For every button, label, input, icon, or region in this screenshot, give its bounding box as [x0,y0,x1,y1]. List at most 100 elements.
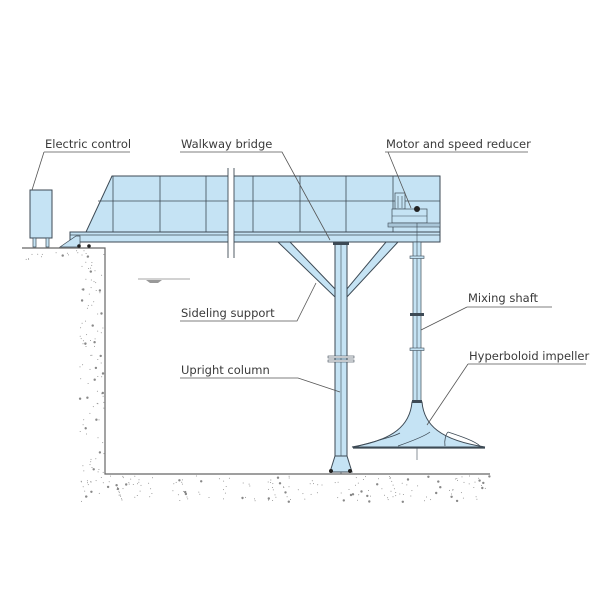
concrete-speck [152,477,153,479]
concrete-speck [122,488,124,490]
concrete-speck [85,278,87,280]
concrete-speck [179,500,181,501]
concrete-speck [392,496,394,498]
concrete-speck [95,290,97,291]
concrete-speck [223,489,224,491]
leader-sideling-support [180,282,317,322]
concrete-speck [430,499,432,501]
concrete-speck [116,487,120,491]
concrete-speck [91,262,93,263]
base-bolt [329,469,333,473]
concrete-speck [90,267,92,269]
concrete-speck [387,499,389,501]
concrete-speck [248,483,250,485]
concrete-speck [103,453,105,455]
concrete-speck [342,499,345,502]
labels: Electric control Walkway bridge Motor an… [45,137,590,377]
concrete-speck [316,492,318,494]
concrete-speck [132,484,134,485]
concrete-speck [134,496,136,498]
concrete-speck [77,252,79,254]
concrete-speck [427,475,430,478]
concrete-speck [401,500,404,503]
concrete-speck [475,496,477,498]
concrete-speck [90,340,91,341]
concrete-speck [86,307,88,309]
concrete-speck [81,265,83,267]
concrete-speck [286,496,288,498]
concrete-speck [85,320,86,322]
concrete-speck [94,345,95,347]
concrete-speck [68,254,69,256]
concrete-speck [98,492,100,494]
concrete-speck [199,493,201,495]
concrete-speck [102,327,104,329]
concrete-speck [482,481,485,485]
concrete-speck [455,499,459,503]
concrete-speck [83,250,85,252]
concrete-speck [110,475,111,477]
concrete-speck [87,305,89,307]
concrete-speck [200,480,203,483]
concrete-speck [102,442,104,444]
concrete-speck [283,487,285,488]
concrete-speck [392,484,394,486]
concrete-speck [103,254,105,255]
concrete-speck [85,261,87,263]
concrete-speck [108,481,110,483]
concrete-speck [91,324,94,327]
concrete-speck [462,497,464,499]
concrete-texture [25,250,491,503]
concrete-speck [274,494,276,496]
concrete-speck [276,476,280,479]
concrete-speck [95,418,98,421]
concrete-speck [85,346,87,347]
concrete-speck [82,486,84,488]
concrete-speck [437,480,440,483]
concrete-speck [267,497,270,500]
concrete-speck [242,498,244,500]
concrete-speck [340,492,342,494]
concrete-speck [95,480,97,482]
concrete-speck [287,500,290,503]
concrete-speck [118,492,120,494]
concrete-speck [101,274,103,276]
concrete-speck [223,480,225,482]
concrete-speck [177,494,179,496]
leader-upright-column [180,377,341,393]
concrete-speck [187,498,189,500]
concrete-speck [417,485,419,487]
concrete-speck [406,484,408,486]
concrete-speck [91,354,93,356]
concrete-speck [186,496,188,498]
concrete-speck [450,495,453,498]
concrete-speck [376,483,379,486]
concrete-speck [140,484,142,486]
concrete-speck [90,461,92,463]
concrete-speck [89,412,91,414]
concrete-speck [137,483,138,485]
concrete-speck [84,342,87,345]
concrete-speck [151,493,153,494]
concrete-speck [87,484,89,486]
concrete-speck [136,495,138,496]
concrete-speck [439,486,442,489]
concrete-speck [384,494,385,496]
label-upright-column: Upright column [181,363,270,377]
concrete-speck [98,451,102,454]
concrete-speck [173,483,175,485]
leader-electric-control [31,151,45,191]
concrete-speck [94,338,96,340]
concrete-speck [271,487,273,488]
concrete-speck [474,481,476,483]
concrete-speck [81,500,82,502]
concrete-speck [272,500,274,501]
concrete-speck [148,482,150,484]
concrete-speck [83,470,85,472]
concrete-speck [268,488,270,490]
concrete-speck [351,493,355,496]
concrete-speck [97,376,99,377]
concrete-speck [302,493,304,495]
concrete-speck [88,268,90,269]
